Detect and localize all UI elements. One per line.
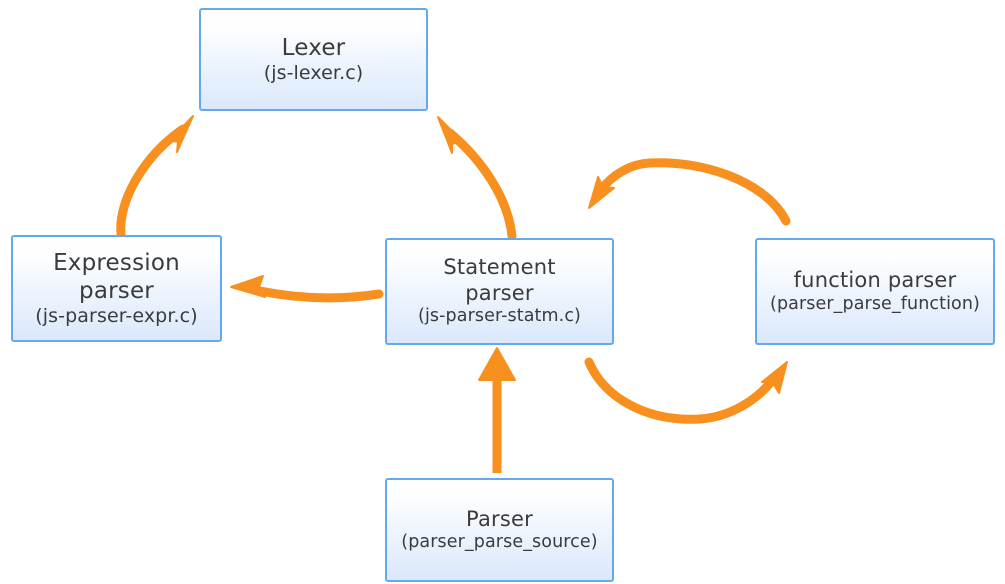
node-function-parser[interactable]: function parser (parser_parse_function) bbox=[755, 238, 995, 345]
node-statement-parser-subtitle: (js-parser-statm.c) bbox=[418, 306, 581, 327]
node-statement-parser[interactable]: Statement parser (js-parser-statm.c) bbox=[385, 238, 614, 345]
node-function-parser-title: function parser bbox=[793, 268, 957, 293]
node-lexer-title: Lexer bbox=[281, 34, 346, 61]
edge-expression-parser-to-lexer bbox=[116, 115, 194, 239]
edge-function-parser-to-statement-parser bbox=[588, 158, 791, 226]
node-function-parser-subtitle: (parser_parse_function) bbox=[770, 293, 980, 314]
edge-statement-parser-to-lexer bbox=[437, 116, 517, 241]
edge-statement-parser-to-expression-parser bbox=[230, 275, 384, 303]
node-lexer[interactable]: Lexer (js-lexer.c) bbox=[199, 8, 428, 111]
node-parser-subtitle: (parser_parse_source) bbox=[401, 532, 598, 553]
node-parser-title: Parser bbox=[466, 506, 533, 531]
node-expression-parser-title: Expression parser bbox=[53, 249, 180, 304]
edge-parser-to-statement-parser bbox=[478, 347, 516, 473]
node-statement-parser-title: Statement parser bbox=[443, 255, 556, 305]
node-expression-parser-subtitle: (js-parser-expr.c) bbox=[35, 304, 198, 327]
node-lexer-subtitle: (js-lexer.c) bbox=[263, 61, 364, 84]
node-parser[interactable]: Parser (parser_parse_source) bbox=[385, 478, 614, 582]
node-expression-parser[interactable]: Expression parser (js-parser-expr.c) bbox=[11, 235, 222, 342]
edge-statement-parser-to-function-parser bbox=[584, 357, 788, 424]
